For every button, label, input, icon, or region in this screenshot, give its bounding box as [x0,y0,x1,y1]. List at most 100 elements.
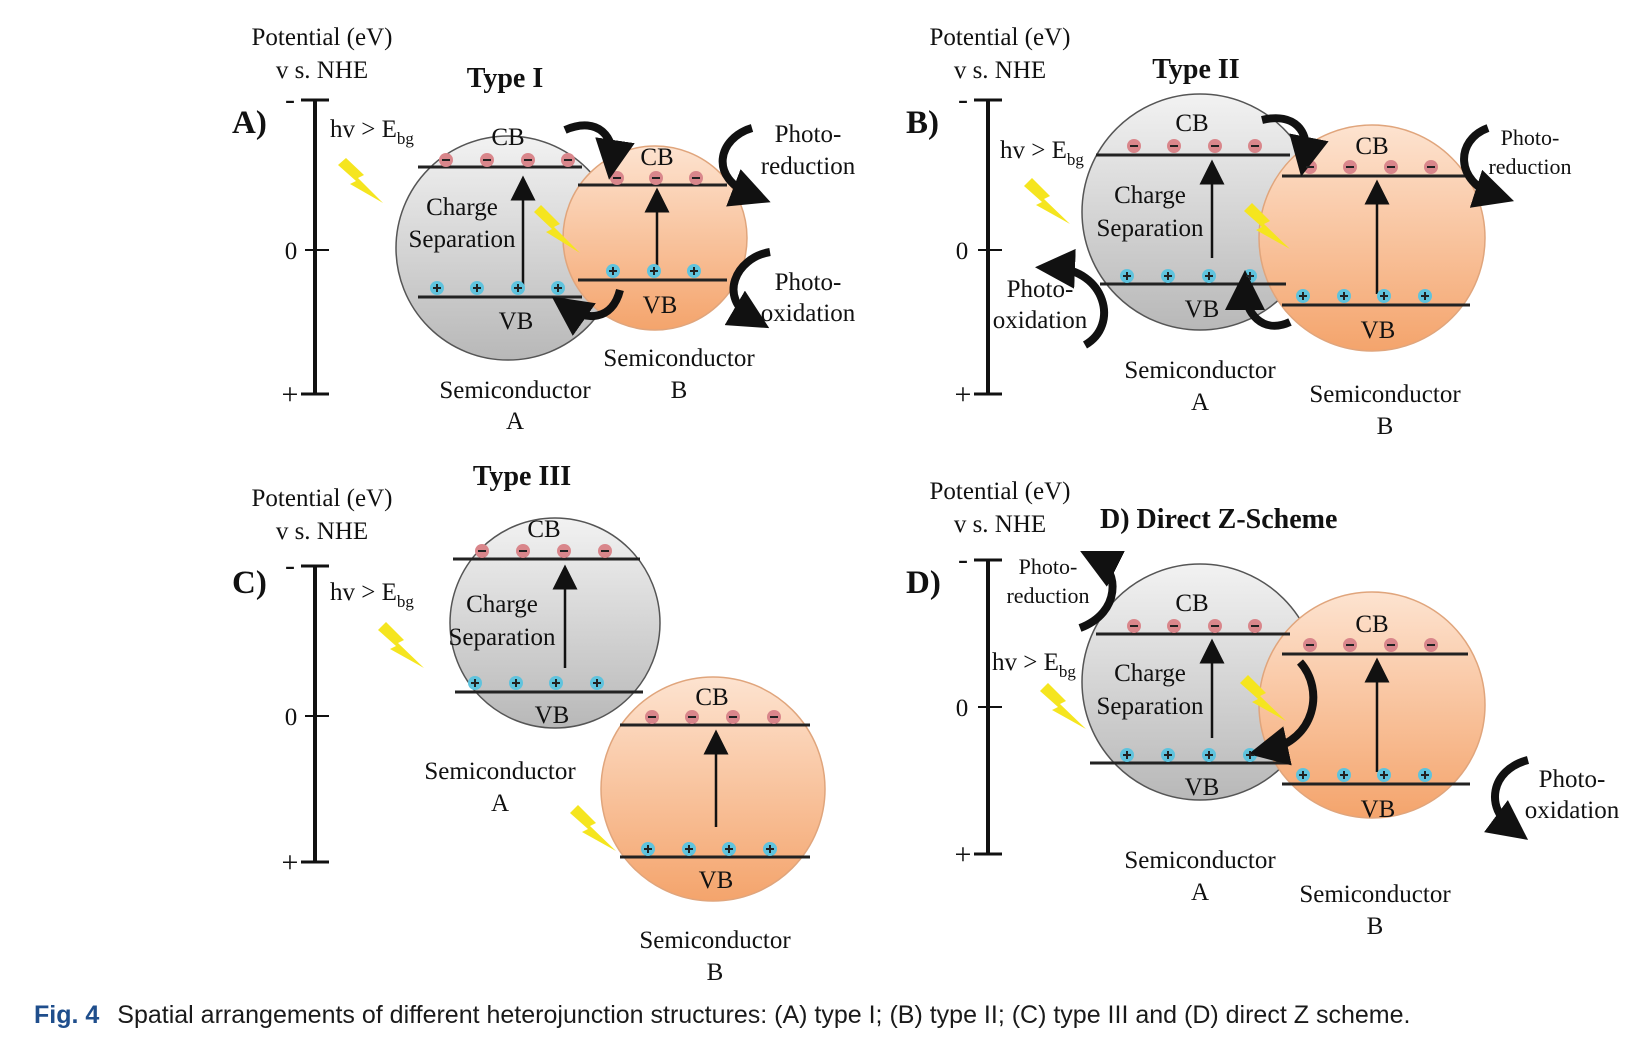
vb-label-b: VB [699,867,734,894]
photooxidation-label: oxidation [993,307,1088,334]
semiconductor-b-letter: B [671,377,688,404]
axis-minus: - [285,549,295,582]
vb-label-a: VB [1185,296,1220,323]
semiconductor-a-label: Semiconductor [1124,357,1276,384]
potential-axis [974,98,1002,396]
semiconductor-a-letter: A [506,408,524,435]
panel-type-2: Potential (eV) v s. NHE B) Type II - 0 +… [906,24,1572,440]
figure-caption-text: Spatial arrangements of different hetero… [117,1001,1411,1029]
vb-label-a: VB [535,702,570,729]
panel-title: Type II [1152,54,1239,85]
semiconductor-a-circle [449,517,661,729]
photooxidation-label: oxidation [1525,797,1620,824]
axis-title-line1: Potential (eV) [930,24,1071,51]
axis-title-line1: Potential (eV) [252,485,393,512]
semiconductor-a-letter: A [1191,879,1209,906]
vb-label-a: VB [1185,774,1220,801]
photon-energy-label: hv > Ebg [992,649,1076,681]
photoreduction-label: Photo- [1019,554,1078,579]
axis-plus: + [282,378,299,411]
photon-energy-label: hv > Ebg [330,116,414,148]
semiconductor-a-label: Semiconductor [439,377,591,404]
panel-label: A) [232,105,267,141]
semiconductor-b-label: Semiconductor [1299,881,1451,908]
cb-label-b: CB [1355,611,1388,638]
hole-transfer-arrow [551,288,624,336]
cb-label-b: CB [640,144,673,171]
photoreduction-arrow [1078,551,1125,632]
vb-label-b: VB [1361,796,1396,823]
charge-label: Charge [1114,660,1186,687]
lightning-icon [570,805,616,851]
axis-minus: - [958,83,968,116]
photoreduction-label: reduction [761,153,856,180]
separation-label: Separation [449,624,556,651]
photoreduction-label: reduction [1488,154,1571,179]
cb-label-a: CB [527,516,560,543]
potential-axis [301,564,329,864]
axis-title-line2: v s. NHE [954,57,1046,84]
photoreduction-arrow [718,124,771,207]
electron-transfer-arrow [1261,114,1329,177]
potential-axis [974,558,1002,856]
lightning-icon [1240,675,1286,721]
photooxidation-label: Photo- [1007,276,1074,303]
vb-label-a: VB [499,308,534,335]
photooxidation-arrow [724,248,771,329]
potential-axis [301,98,329,396]
axis-title-line2: v s. NHE [954,511,1046,538]
figure-label: Fig. 4 [34,1001,100,1029]
semiconductor-b-label: Semiconductor [639,927,791,954]
separation-label: Separation [1097,215,1204,242]
photooxidation-arrow [1035,248,1109,349]
axis-title-line1: Potential (eV) [930,478,1071,505]
charge-label: Charge [466,591,538,618]
semiconductor-a-label: Semiconductor [1124,847,1276,874]
semiconductor-a-label: Semiconductor [424,758,576,785]
photon-energy-label: hv > Ebg [1000,137,1084,169]
photon-energy-label: hv > Ebg [330,579,414,611]
lightning-icon [1244,203,1290,249]
photooxidation-arrow [1484,756,1530,840]
semiconductor-a-letter: A [491,790,509,817]
photooxidation-label: Photo- [1539,766,1606,793]
semiconductor-b-letter: B [1377,413,1394,440]
semiconductor-b-letter: B [1367,913,1384,940]
panel-type-1: Potential (eV) v s. NHE A) Type I - 0 + … [232,24,856,435]
photoreduction-label: Photo- [775,121,842,148]
vb-label-b: VB [1361,317,1396,344]
axis-zero: 0 [285,238,298,265]
photooxidation-label: Photo- [775,269,842,296]
lightning-icon [1024,178,1070,224]
panel-direct-z-scheme: Potential (eV) v s. NHE D) D) Direct Z-S… [906,478,1620,940]
cb-label-a: CB [1175,590,1208,617]
separation-label: Separation [1097,693,1204,720]
panel-label: B) [906,105,939,141]
lightning-icon [378,622,424,668]
holes [468,676,777,856]
axis-plus: + [955,378,972,411]
axis-zero: 0 [956,695,969,722]
cb-label-b: CB [1355,133,1388,160]
semiconductor-b-label: Semiconductor [603,345,755,372]
panel-title: Type III [473,461,571,492]
axis-zero: 0 [956,238,969,265]
photoreduction-arrow [1460,124,1515,208]
z-scheme-recombination-arrow [1248,659,1318,766]
charge-label: Charge [426,194,498,221]
photoreduction-label: Photo- [1501,125,1560,150]
axis-minus: - [285,83,295,116]
electron-transfer-arrow [563,121,635,180]
panel-label: C) [232,565,267,601]
lightning-icon [1040,683,1086,729]
axis-title-line2: v s. NHE [276,518,368,545]
semiconductor-b-letter: B [707,959,724,986]
semiconductor-b-label: Semiconductor [1309,381,1461,408]
axis-plus: + [282,846,299,879]
vb-label-b: VB [643,292,678,319]
panel-type-3: Potential (eV) v s. NHE C) Type III - 0 … [232,461,826,986]
axis-minus: - [958,543,968,576]
figure-caption: Fig. 4 Spatial arrangements of different … [34,1001,1410,1030]
cb-label-b: CB [695,684,728,711]
panel-title: D) Direct Z-Scheme [1100,504,1337,535]
